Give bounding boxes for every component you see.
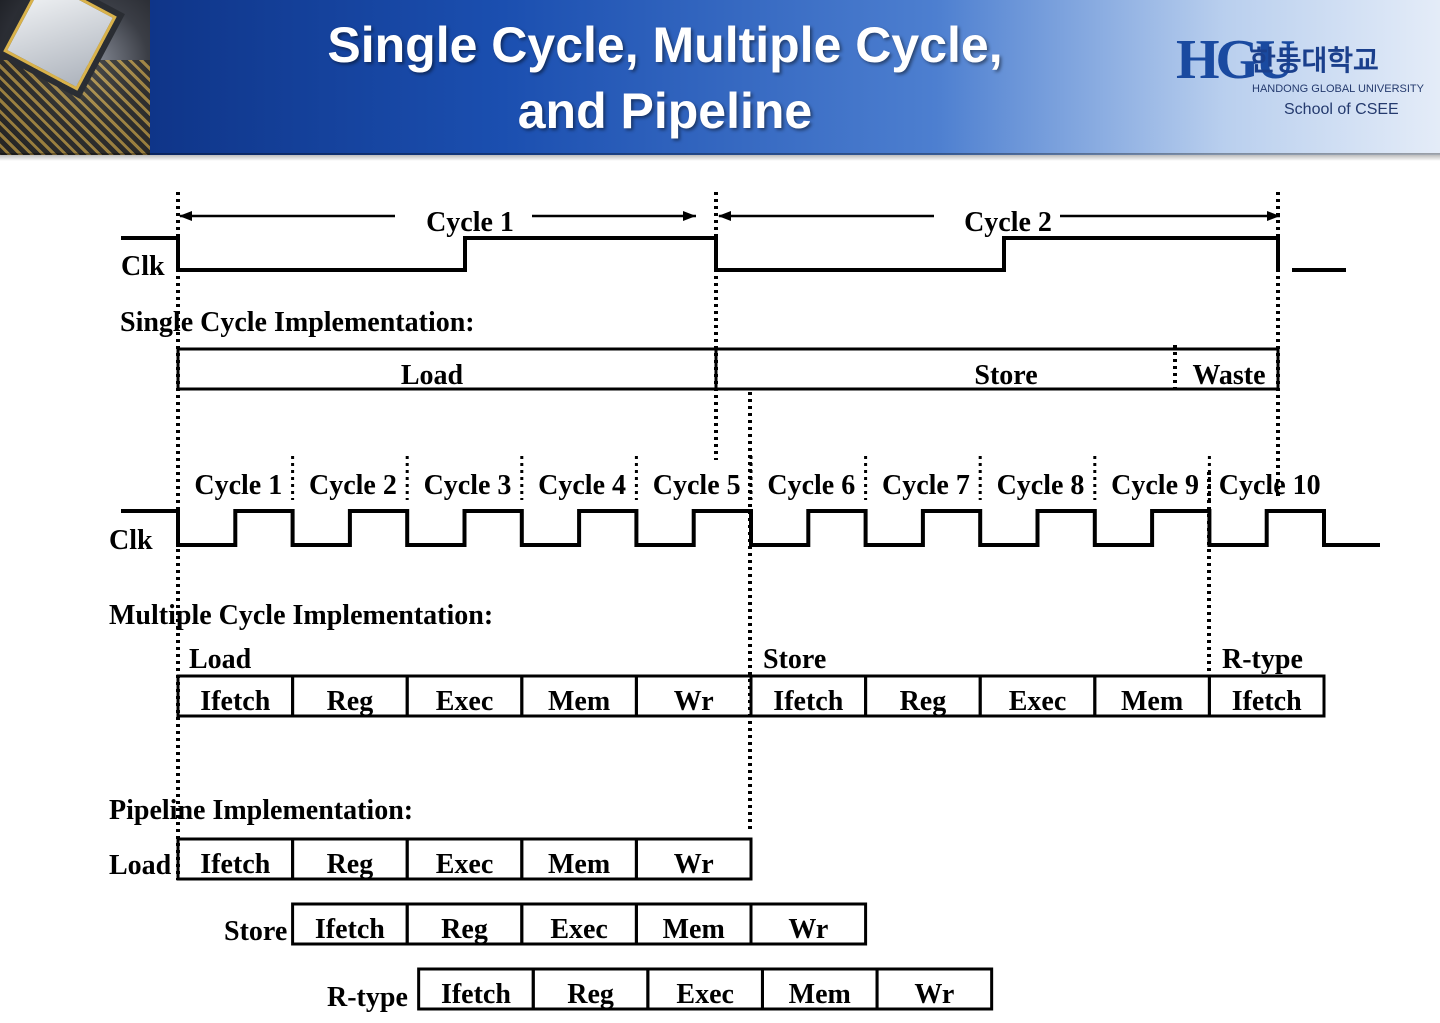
logo-school-name: School of CSEE [1284,101,1399,118]
pipeline-row-1-stage-box-5 [634,837,753,881]
pipeline-row-1-stage-label-1: Ifetch [200,849,270,880]
single-load-label: Load [401,360,464,391]
pipeline-row-2-stage-label-3: Exec [550,914,608,945]
multi-stage-label-3: Exec [436,686,494,717]
pipeline-load-label: Load [109,850,172,881]
multi-cycle-label-7: Cycle 7 [882,470,970,501]
multi-stage-label-2: Reg [327,686,374,717]
single-cycle-clk-label: Clk [121,251,165,282]
slide-title: Single Cycle, Multiple Cycle, and Pipeli… [230,12,1100,144]
multi-cycle-clk-label: Clk [109,525,153,556]
multi-stage-label-9: Mem [1121,686,1183,717]
multi-cycle-label-3: Cycle 3 [424,470,512,501]
pipeline-row-3-stage-label-5: Wr [914,979,954,1010]
multi-cycle-label-2: Cycle 2 [309,470,397,501]
pipeline-store-label: Store [224,916,287,947]
logo-mark: HGU [1176,29,1296,91]
multi-stage-label-4: Mem [548,686,610,717]
pipeline-row-2-stage-label-1: Ifetch [315,914,385,945]
pipeline-row-1-stage-label-5: Wr [674,849,714,880]
slide-title-line-2: and Pipeline [517,83,813,139]
multi-stage-label-10: Ifetch [1232,686,1302,717]
multi-cycle-heading: Multiple Cycle Implementation: [109,600,493,631]
title-banner: Single Cycle, Multiple Cycle, and Pipeli… [0,0,1440,155]
multi-cycle-label-8: Cycle 8 [997,470,1085,501]
pipeline-row-3-stage-label-4: Mem [789,979,851,1010]
multi-stage-label-5: Wr [674,686,714,717]
logo-korean-name: 한동대학교 [1250,44,1379,77]
university-logo: HGU 한동대학교 HANDONG GLOBAL UNIVERSITY Scho… [1172,28,1432,128]
pipeline-row-1-stage-label-4: Mem [548,849,610,880]
pipeline-row-3-stage-label-1: Ifetch [441,979,511,1010]
single-cycle-1-label: Cycle 1 [426,207,514,238]
pipeline-row-2-stage-label-5: Wr [788,914,828,945]
multi-cycle-label-10: Cycle 10 [1219,470,1321,501]
pipeline-row-1-stage-label-3: Exec [436,849,494,880]
pipeline-row-2-stage-label-2: Reg [441,914,488,945]
pipeline-row-1-stage-label-2: Reg [327,849,374,880]
pipeline-row-2-stage-label-4: Mem [663,914,725,945]
multi-cycle-label-9: Cycle 9 [1111,470,1199,501]
multi-cycle-stages: Ifetch Reg Exec Mem Wr Ifetch Reg Exec Mem Ifetch [176,674,1326,718]
single-cycle-clock-waveform [121,236,1346,272]
single-cycle-bar [176,347,1280,391]
multi-stage-label-1: Ifetch [200,686,270,717]
pipeline-row-3-stage-label-2: Reg [567,979,614,1010]
single-waste-label: Waste [1192,360,1265,391]
multi-cycle-label-5: Cycle 5 [653,470,741,501]
multi-rtype-label: R-type [1222,644,1303,675]
multi-stage-label-6: Ifetch [773,686,843,717]
logo-english-name: HANDONG GLOBAL UNIVERSITY [1252,83,1424,95]
multi-cycle-label-4: Cycle 4 [538,470,626,501]
pipeline-heading: Pipeline Implementation: [109,795,413,826]
multi-store-label: Store [763,644,826,675]
pipeline-row-3-stage-label-3: Exec [676,979,734,1010]
banner-shadow [0,153,1440,161]
multi-cycle-label-1: Cycle 1 [194,470,282,501]
multi-cycle-clock-waveform [121,509,1380,547]
single-store-label: Store [974,360,1037,391]
multi-stage-label-7: Reg [900,686,947,717]
multi-stage-label-8: Exec [1009,686,1067,717]
multi-cycle-label-6: Cycle 6 [767,470,855,501]
dotted-guide-lines [176,192,1280,880]
single-cycle-heading: Single Cycle Implementation: [120,307,475,338]
multi-load-label: Load [189,644,252,675]
multi-stage-box-10 [1207,674,1326,718]
pipeline-row-2-stage-box-5 [749,902,868,946]
pipeline-rtype-label: R-type [327,982,408,1013]
single-cycle-2-label: Cycle 2 [964,207,1052,238]
slide-title-line-1: Single Cycle, Multiple Cycle, [327,17,1003,73]
multi-cycle-labels: Cycle 1 Cycle 2 Cycle 3 Cycle 4 Cycle 5 Cycle… [194,456,1321,501]
cpu-chip-image [0,0,150,155]
pipeline-row-3-stage-box-5 [875,967,994,1011]
